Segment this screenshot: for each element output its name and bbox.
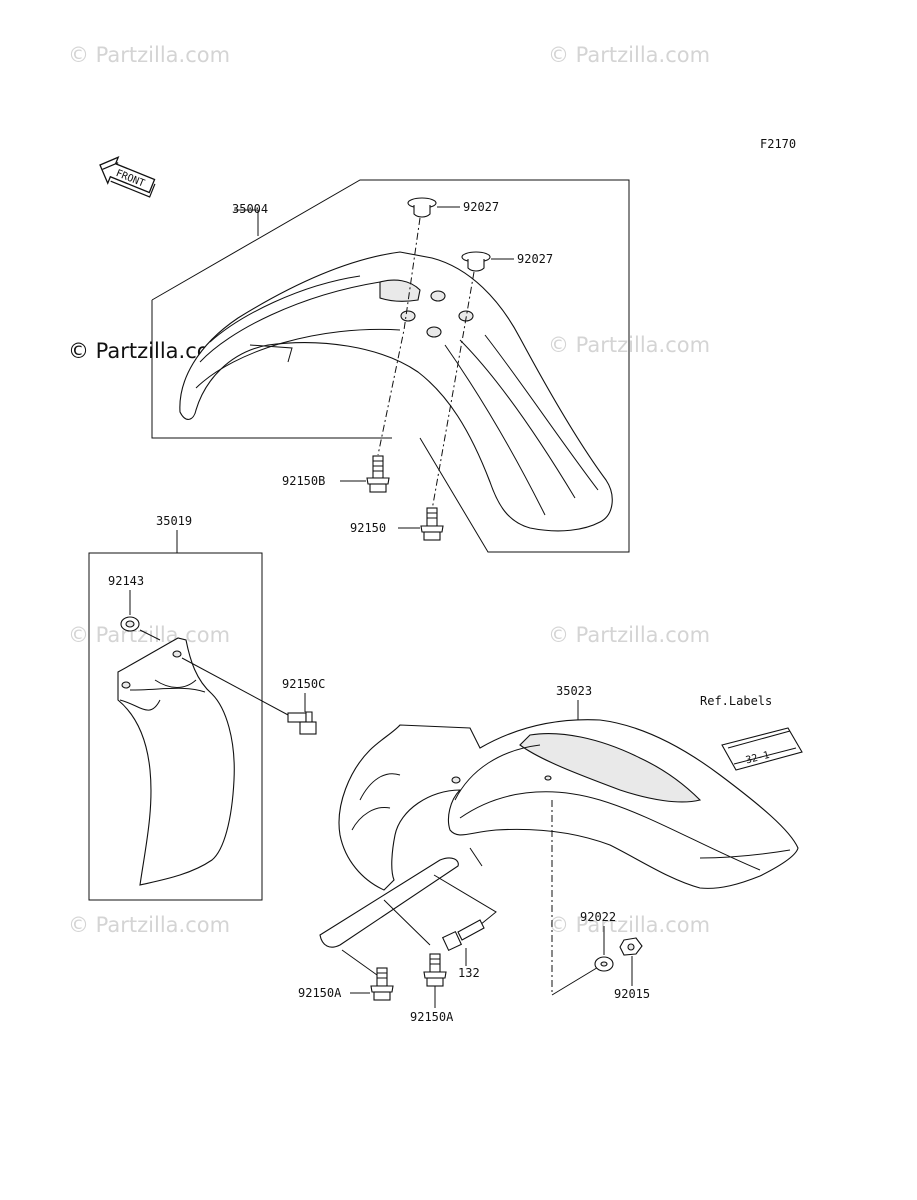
rear-fender-rib <box>351 773 401 831</box>
mount-hole <box>451 776 461 784</box>
mount-hole <box>430 290 446 302</box>
part-number-92150B: 92150B <box>282 474 325 488</box>
fork-guard-group: 35019 92143 92150C <box>88 514 325 901</box>
washer-icon <box>120 616 140 632</box>
grommet-icon <box>461 251 491 272</box>
bolt-icon <box>441 919 485 952</box>
fork-guard-rib <box>119 687 206 711</box>
front-fender-rib <box>459 334 599 499</box>
leader-line <box>551 965 601 996</box>
part-number-92027: 92027 <box>517 252 553 266</box>
rear-fender-group: 35023 Ref.Labels 32-1 132 <box>298 684 803 1024</box>
leader-line <box>234 209 259 236</box>
fork-guard-box <box>88 552 263 901</box>
ref-labels-text: Ref.Labels <box>700 694 772 708</box>
rear-fender-rib <box>454 744 761 871</box>
alignment-line <box>377 217 421 456</box>
part-number-35004: 35004 <box>232 202 268 216</box>
front-fender-group: 92027 92027 92150B 92150 35004 <box>151 179 630 553</box>
watermark-text: © Partzilla.com <box>68 913 230 937</box>
bolt-icon <box>423 953 447 987</box>
bolt-icon <box>287 711 317 735</box>
fork-guard-rib <box>154 679 197 688</box>
part-number-92150C: 92150C <box>282 677 325 691</box>
part-number-92150A: 92150A <box>410 1010 454 1024</box>
watermark-text: © Partzilla.com <box>68 43 230 67</box>
part-number-92022: 92022 <box>580 910 616 924</box>
mount-hole <box>121 681 131 689</box>
front-fender-rib <box>249 344 293 363</box>
fork-guard-part <box>117 637 235 886</box>
alignment-line <box>431 271 475 511</box>
bolt-icon <box>366 455 390 493</box>
mount-hole <box>426 326 442 338</box>
mount-hole <box>544 775 552 781</box>
watermark-text: © Partzilla.com <box>548 43 710 67</box>
figure-code: F2170 <box>760 137 796 151</box>
part-number-132: 132 <box>458 966 480 980</box>
grommet-icon <box>407 197 437 218</box>
watermarks: © Partzilla.com © Partzilla.com © Partzi… <box>68 43 710 937</box>
washer-icon <box>594 956 614 972</box>
bolt-icon <box>370 967 394 1001</box>
leader-line <box>181 657 291 717</box>
mount-hole <box>172 650 182 658</box>
part-number-35019: 35019 <box>156 514 192 528</box>
nut-icon <box>619 937 643 956</box>
part-number-92027: 92027 <box>463 200 499 214</box>
rear-fender-part <box>338 719 799 891</box>
part-number-92150A: 92150A <box>298 986 342 1000</box>
front-fender-box-edge <box>151 300 392 439</box>
front-fender-box-edge <box>151 179 630 553</box>
bracket-edge <box>469 847 483 867</box>
part-number-92150: 92150 <box>350 521 386 535</box>
bolt-icon <box>420 507 444 541</box>
rear-fender-bracket <box>319 857 459 948</box>
front-fender-rib <box>195 275 401 389</box>
part-number-92015: 92015 <box>614 987 650 1001</box>
leader-line <box>139 629 161 641</box>
rear-fender-vent <box>519 733 702 803</box>
part-number-92143: 92143 <box>108 574 144 588</box>
front-fender-part <box>179 251 613 532</box>
watermark-text: © Partzilla.com <box>548 623 710 647</box>
watermark-text: © Partzilla.com <box>548 913 710 937</box>
label-tag-icon: 32-1 <box>721 727 803 771</box>
mount-hole <box>400 310 416 322</box>
front-fender-vent <box>379 279 421 302</box>
front-arrow-icon: FRONT <box>99 156 156 198</box>
rear-fender-rib <box>699 849 791 859</box>
part-number-35023: 35023 <box>556 684 592 698</box>
